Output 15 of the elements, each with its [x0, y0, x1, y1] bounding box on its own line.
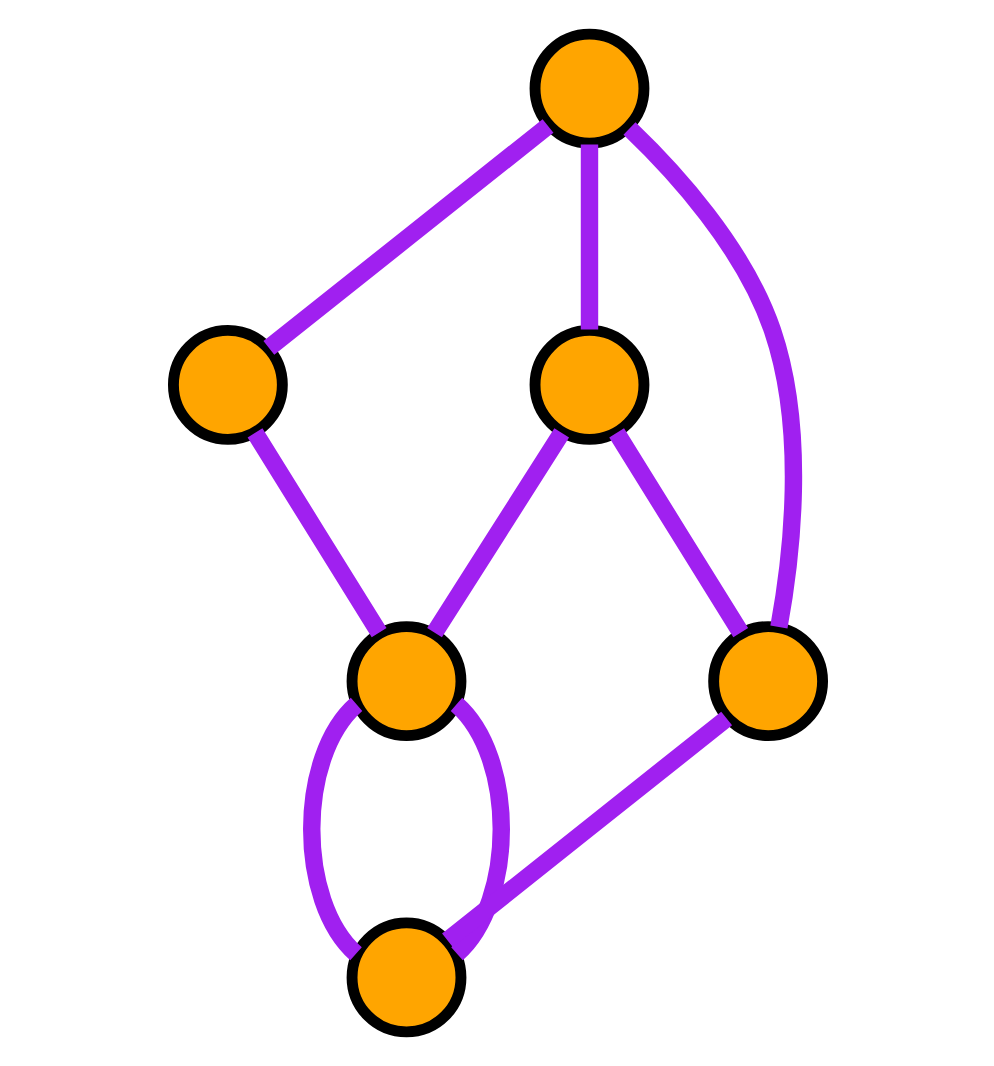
- connector: [449, 698, 509, 960]
- connector: [262, 119, 553, 355]
- connector: [579, 144, 598, 330]
- connector: [441, 711, 732, 948]
- connector: [426, 428, 569, 638]
- node-circle: [528, 324, 649, 445]
- connector: [608, 428, 748, 638]
- connector: [302, 698, 362, 960]
- node-circle: [167, 324, 287, 445]
- node-circle: [528, 28, 649, 149]
- connector: [246, 428, 386, 638]
- node-circle: [345, 621, 466, 742]
- connector: [622, 122, 802, 629]
- node-circle: [345, 917, 466, 1038]
- node-circle: [707, 621, 827, 742]
